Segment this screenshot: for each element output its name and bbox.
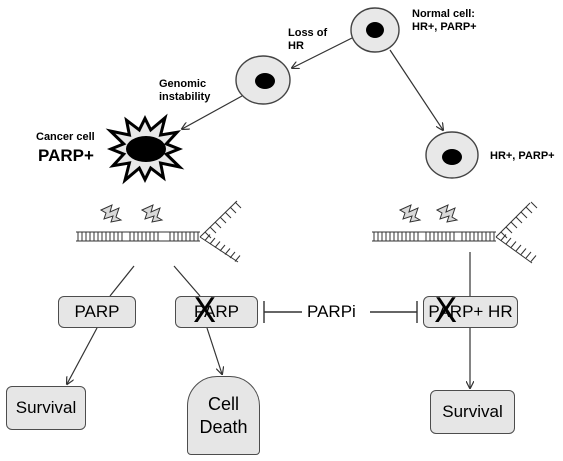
damage-icon-4 [435,204,459,223]
loss-of-hr-label: Loss of HR [288,27,327,53]
parp-hr-blocked-label: PARP+ HR [428,302,513,321]
cell-death-box: Cell Death [187,376,260,455]
cancer-cell-parp-label: PARP+ [38,146,94,165]
genomic-instability-line2: instability [159,91,211,103]
line-dna-to-parp-blocked [173,265,201,297]
loss-of-hr-line2: HR [288,40,304,52]
parp-hr-blocked-box: PARP+ HR [423,296,518,328]
parp-blocked-box: PARP [175,296,258,328]
hr-deficient-cell [235,55,291,105]
right-cell-label: HR+, PARP+ [490,150,555,162]
line-dna-to-parp [109,265,135,297]
arrow-hr-loss-to-cancer [182,95,243,129]
cell-death-line1: Cell [207,393,239,414]
normal-cell [350,7,400,53]
dna-left [76,200,242,263]
cancer-cell-label: Cancer cell [36,131,95,143]
parp-box: PARP [58,296,136,328]
survival-left-box: Survival [6,386,86,430]
arrow-parp-blocked-to-death [206,327,222,374]
damage-icon-2 [140,204,164,223]
damage-icon-3 [398,204,422,223]
cell-death-line2: Death [199,416,248,437]
arrow-normal-to-hr-loss [292,37,353,68]
normal-cell-label-line2: HR+, PARP+ [412,21,477,33]
inhibition-right [370,301,418,323]
normal-cell-label-line1: Normal cell: [412,8,475,20]
right-cell [425,131,479,179]
damage-icon-1 [99,204,123,223]
cancer-cell [105,113,185,185]
dna-right [372,201,538,264]
genomic-instability-label: Genomic instability [159,78,210,104]
normal-cell-label: Normal cell: HR+, PARP+ [412,8,477,34]
arrow-parp-to-survival [67,327,98,384]
parp-blocked-label: PARP [193,302,240,321]
arrow-normal-to-right-cell [389,49,443,130]
survival-right-box: Survival [430,390,515,434]
loss-of-hr-line1: Loss of [288,27,328,39]
parpi-label: PARPi [303,302,360,322]
genomic-instability-line1: Genomic [159,78,207,90]
inhibition-left [263,301,302,323]
